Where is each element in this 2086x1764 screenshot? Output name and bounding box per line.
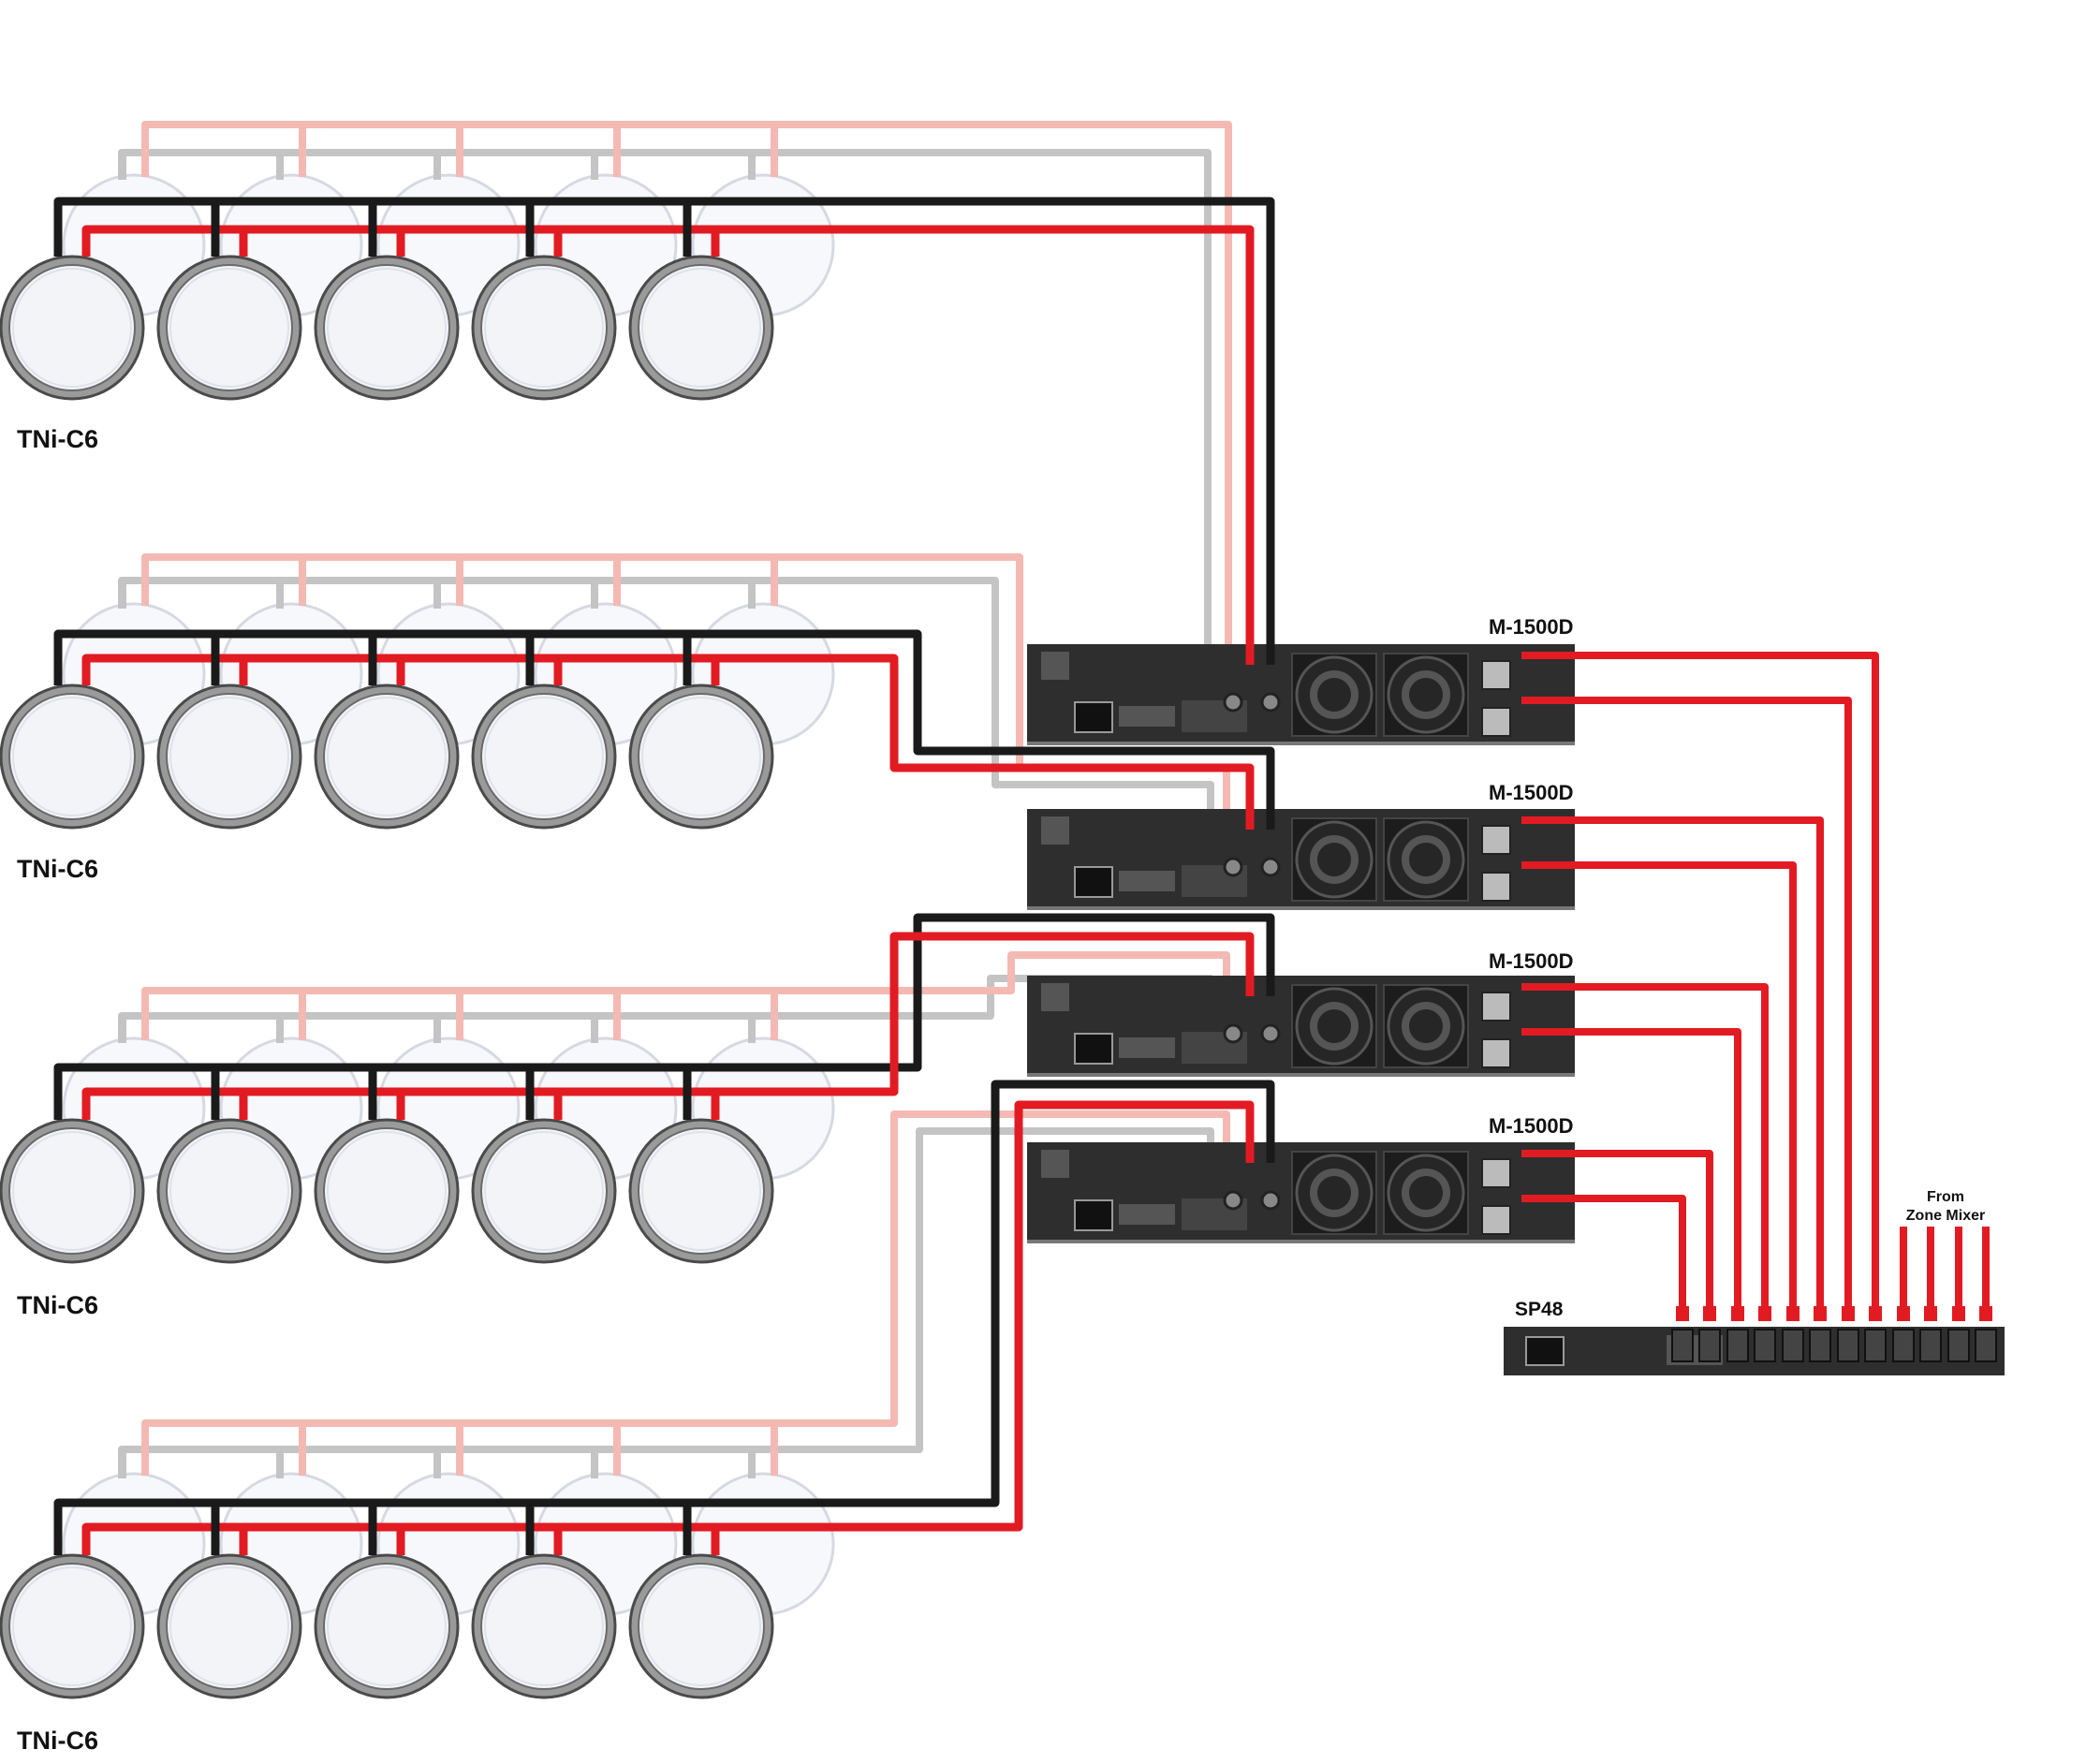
speaker bbox=[156, 255, 302, 401]
red-wire bbox=[81, 654, 1255, 830]
black-wire bbox=[53, 629, 1275, 830]
xlr-port bbox=[1754, 1329, 1776, 1362]
black-wire bbox=[53, 197, 1275, 665]
xlr-port bbox=[1947, 1329, 1970, 1362]
front-row-wiring bbox=[53, 197, 1275, 1555]
xlr-plug bbox=[1676, 1306, 1689, 1321]
speaker bbox=[471, 684, 617, 830]
xlr-port bbox=[1892, 1329, 1915, 1362]
speaker bbox=[156, 684, 302, 830]
xlr-plug bbox=[1703, 1306, 1716, 1321]
speaker bbox=[0, 1118, 145, 1264]
amplifier-label-4: M-1500D bbox=[1489, 1114, 1573, 1138]
xlr-port bbox=[1782, 1329, 1804, 1362]
speaker bbox=[314, 1553, 460, 1699]
xlr-plug bbox=[1731, 1306, 1744, 1321]
amplifier bbox=[1027, 976, 1575, 1077]
red-wire bbox=[81, 932, 1255, 1120]
xlr-plug bbox=[1869, 1306, 1882, 1321]
xlr-port bbox=[1726, 1329, 1749, 1362]
sp48-processor bbox=[1504, 1327, 2005, 1375]
amplifier-label-2: M-1500D bbox=[1489, 781, 1573, 804]
speaker bbox=[471, 1118, 617, 1264]
signal-wire bbox=[1521, 652, 1879, 1311]
source-label-line1: From bbox=[1927, 1189, 1964, 1205]
xlr-port bbox=[1864, 1329, 1887, 1362]
back-row-wiring bbox=[118, 121, 1232, 1478]
processor-label: SP48 bbox=[1515, 1299, 1564, 1320]
speaker bbox=[156, 1118, 302, 1264]
speaker-group-label-1: TNi-C6 bbox=[17, 425, 98, 453]
speaker bbox=[628, 1553, 774, 1699]
signal-wiring bbox=[1521, 652, 1992, 1321]
xlr-port bbox=[1671, 1329, 1694, 1362]
source-label-line2: Zone Mixer bbox=[1906, 1208, 1985, 1224]
xlr-plug bbox=[1786, 1306, 1800, 1321]
amplifier bbox=[1027, 1142, 1575, 1243]
amplifier-stack bbox=[1027, 644, 1575, 1243]
amplifier-label-3: M-1500D bbox=[1489, 949, 1573, 973]
black-wire bbox=[53, 1080, 1275, 1555]
xlr-plug bbox=[1842, 1306, 1855, 1321]
speaker bbox=[471, 1553, 617, 1699]
xlr-plug bbox=[1924, 1306, 1937, 1321]
speaker-group-label-3: TNi-C6 bbox=[17, 1291, 98, 1319]
speaker bbox=[314, 255, 460, 401]
speaker bbox=[0, 1553, 145, 1699]
speaker bbox=[628, 1118, 774, 1264]
signal-wire bbox=[1521, 861, 1797, 1311]
signal-wire bbox=[1521, 983, 1769, 1311]
signal-wire bbox=[1521, 697, 1852, 1311]
xlr-port bbox=[1837, 1329, 1859, 1362]
xlr-port bbox=[1698, 1329, 1721, 1362]
xlr-port bbox=[1975, 1329, 1997, 1362]
red-wire bbox=[81, 225, 1255, 665]
speaker-group-label-4: TNi-C6 bbox=[17, 1727, 98, 1755]
xlr-plug bbox=[1979, 1306, 1992, 1321]
amplifier bbox=[1027, 644, 1575, 745]
speaker bbox=[628, 255, 774, 401]
black-wire bbox=[53, 913, 1275, 1120]
speaker bbox=[314, 684, 460, 830]
xlr-plug bbox=[1897, 1306, 1910, 1321]
red-wire bbox=[81, 1100, 1255, 1555]
xlr-plug bbox=[1758, 1306, 1771, 1321]
xlr-plug bbox=[1952, 1306, 1965, 1321]
speaker bbox=[0, 255, 145, 401]
amplifier bbox=[1027, 809, 1575, 910]
speaker bbox=[0, 684, 145, 830]
xlr-port bbox=[1809, 1329, 1831, 1362]
signal-wire bbox=[1521, 1028, 1741, 1311]
signal-wire bbox=[1521, 1150, 1713, 1311]
speaker-group-label-2: TNi-C6 bbox=[17, 855, 98, 883]
speaker bbox=[628, 684, 774, 830]
signal-wire bbox=[1521, 1195, 1686, 1311]
front-speaker-rows bbox=[0, 255, 774, 1699]
amplifier-label-1: M-1500D bbox=[1489, 615, 1573, 639]
speaker bbox=[156, 1553, 302, 1699]
speaker bbox=[471, 255, 617, 401]
speaker bbox=[314, 1118, 460, 1264]
xlr-port bbox=[1919, 1329, 1942, 1362]
signal-wire bbox=[1521, 816, 1824, 1311]
xlr-plug bbox=[1814, 1306, 1827, 1321]
